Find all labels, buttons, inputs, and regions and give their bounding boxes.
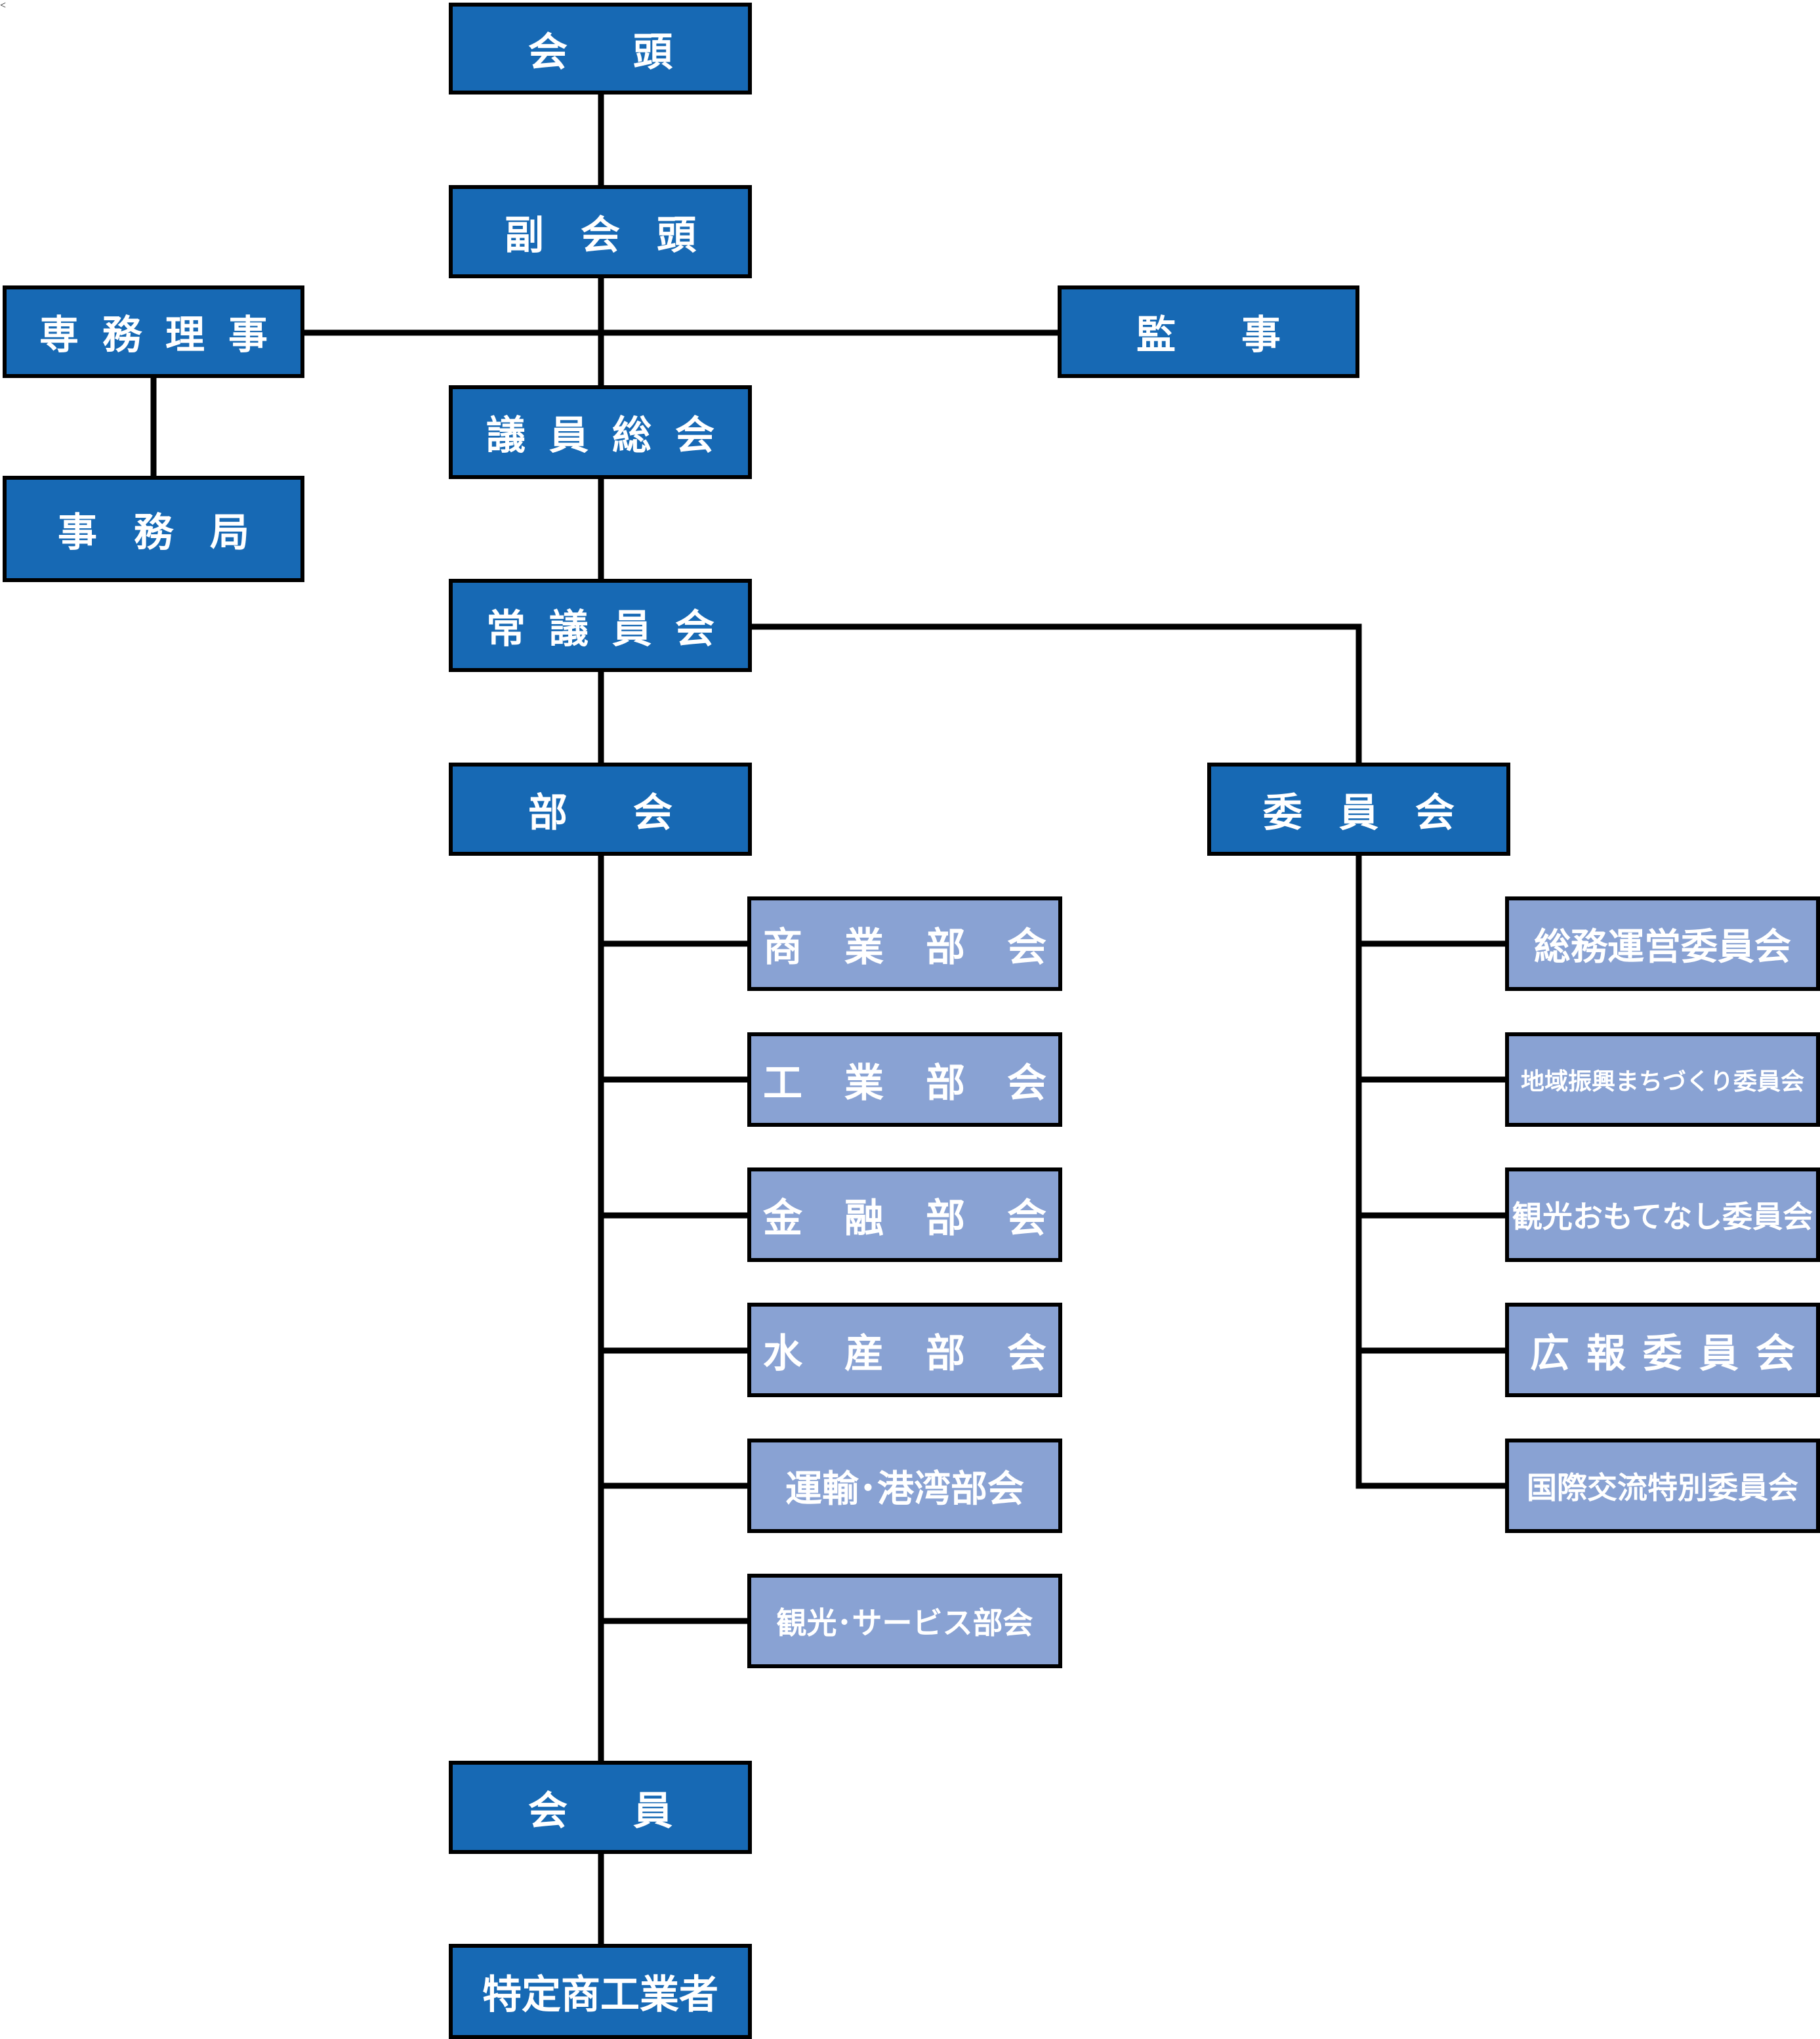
node-jogiinkai-label: 常議員会 <box>486 606 738 652</box>
line-jogiin-iinkai <box>749 623 1362 765</box>
iinkai-item-label: 国際交流特別委員会 <box>1527 1470 1798 1505</box>
node-jimukyoku-label: 事務局 <box>58 509 286 556</box>
bukai-item-label: 工業部会 <box>763 1060 1088 1106</box>
node-tokutei-label: 特定商工業者 <box>482 1972 718 2018</box>
node-giin-sokai-label: 議員総会 <box>486 413 738 459</box>
iinkai-item: 総務運営委員会 <box>1505 896 1820 991</box>
node-senmu-riji-label: 専務理事 <box>39 312 291 358</box>
node-senmu-riji: 専務理事 <box>3 285 304 378</box>
node-tokutei: 特定商工業者 <box>449 1944 752 2039</box>
node-fuku-kaito-label: 副会頭 <box>505 212 733 259</box>
bukai-item: 水産部会 <box>747 1303 1062 1397</box>
iinkai-item-label: 広報委員会 <box>1530 1330 1812 1377</box>
bukai-item-label: 金融部会 <box>763 1195 1088 1242</box>
iinkai-item-label: 観光おもてなし委員会 <box>1512 1199 1813 1234</box>
iinkai-item: 国際交流特別委員会 <box>1505 1439 1820 1533</box>
node-jimukyoku: 事務局 <box>3 476 304 582</box>
node-jogiinkai: 常議員会 <box>449 579 752 672</box>
node-kanji-label: 監事 <box>1136 312 1346 358</box>
node-iinkai: 委員会 <box>1207 763 1510 856</box>
node-kaito: 会頭 <box>449 3 752 95</box>
iinkai-item-label: 地域振興まちづくり委員会 <box>1520 1068 1804 1095</box>
bukai-item-label: 観光･サービス部会 <box>776 1605 1033 1641</box>
bukai-item-label: 商業部会 <box>763 924 1088 971</box>
iinkai-item: 広報委員会 <box>1505 1303 1820 1397</box>
bukai-item: 運輸･港湾部会 <box>747 1439 1062 1533</box>
node-bukai: 部会 <box>449 763 752 856</box>
bukai-item: 金融部会 <box>747 1167 1062 1262</box>
node-iinkai-label: 委員会 <box>1263 789 1491 836</box>
bukai-item-label: 運輸･港湾部会 <box>785 1467 1024 1511</box>
iinkai-item: 地域振興まちづくり委員会 <box>1505 1032 1820 1127</box>
bukai-item: 工業部会 <box>747 1032 1062 1127</box>
bukai-item: 商業部会 <box>747 896 1062 991</box>
iinkai-item-label: 総務運営委員会 <box>1534 925 1791 969</box>
bukai-item-label: 水産部会 <box>763 1330 1088 1377</box>
node-kaiin: 会員 <box>449 1761 752 1854</box>
node-kaito-label: 会頭 <box>528 29 738 75</box>
node-bukai-label: 部会 <box>528 789 738 836</box>
node-kaiin-label: 会員 <box>528 1788 738 1834</box>
node-fuku-kaito: 副会頭 <box>449 185 752 278</box>
iinkai-item: 観光おもてなし委員会 <box>1505 1167 1820 1262</box>
node-kanji: 監事 <box>1058 285 1359 378</box>
bukai-item: 観光･サービス部会 <box>747 1574 1062 1668</box>
node-giin-sokai: 議員総会 <box>449 385 752 479</box>
